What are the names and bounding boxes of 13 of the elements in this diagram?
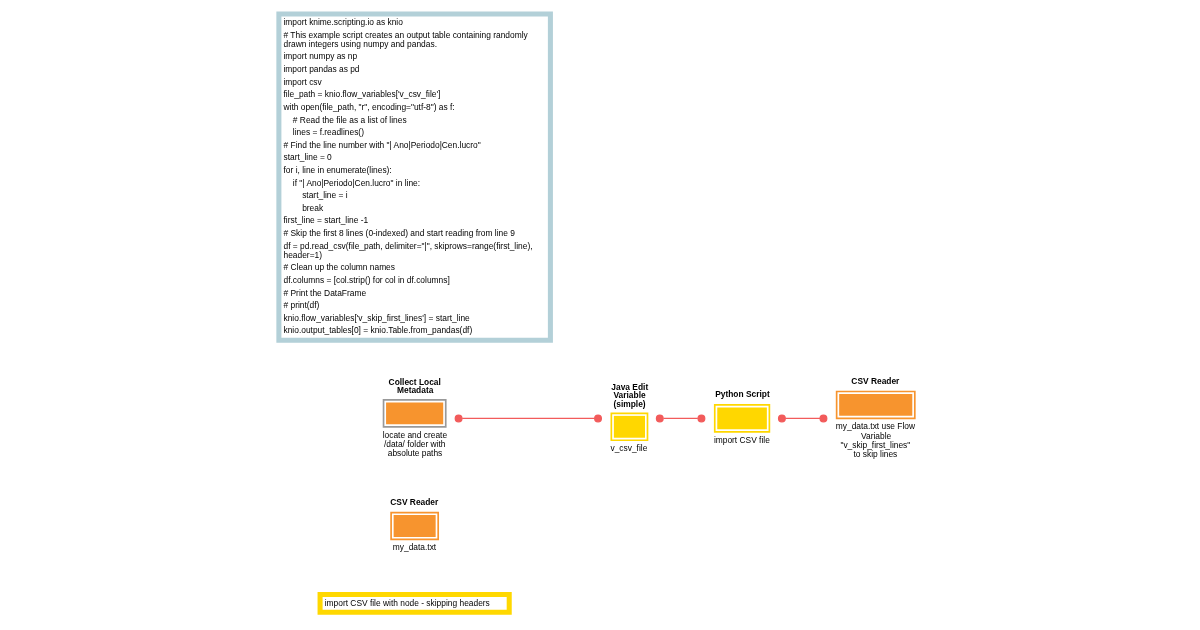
node-label: import CSV file — [713, 434, 770, 445]
node-label: CSV Reader — [390, 496, 439, 507]
node-label: Python Script — [715, 389, 770, 400]
node-label: my_data.txt — [392, 542, 437, 553]
node-label: v_csv_file — [610, 443, 648, 454]
node-label: Collect Local Metadata — [388, 376, 441, 396]
connector — [655, 414, 706, 423]
node-label: my_data.txt use Flow Variable "v_skip_first_lines" to skip lines — [835, 421, 916, 460]
connector — [777, 414, 828, 423]
connector — [454, 414, 603, 423]
node-label: CSV Reader — [851, 375, 900, 386]
node-label: Java Edit Variable (simple) — [611, 381, 649, 409]
node-label: locate and create /data/ folder with absolute paths — [382, 429, 448, 459]
